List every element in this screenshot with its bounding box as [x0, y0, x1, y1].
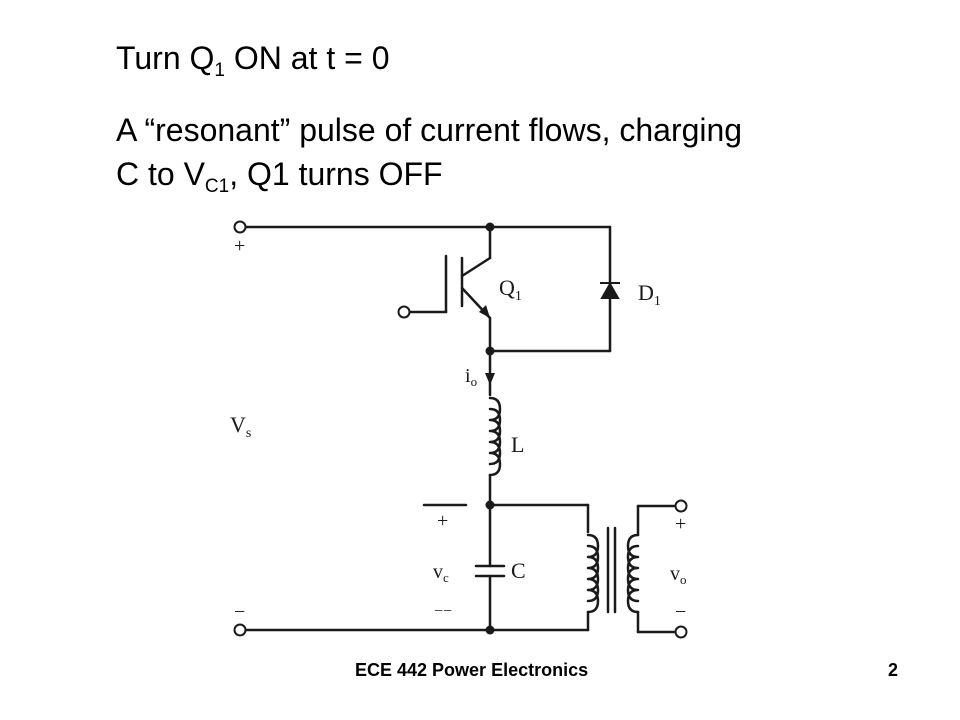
diode-triangle [600, 281, 620, 299]
vs-plus-label: + [234, 235, 245, 257]
junction-dots [485, 222, 495, 635]
slide-title-line-1: Turn Q1 ON at t = 0 [116, 36, 389, 80]
inductor-label: L [511, 432, 524, 457]
line3-subscript: C1 [204, 176, 230, 197]
io-label: io [465, 365, 477, 389]
vc-label: vc [433, 561, 449, 585]
transformer-secondary-coil [626, 533, 640, 614]
terminals [233, 220, 688, 639]
diode-symbol [600, 281, 620, 299]
junction-capacitor [485, 500, 495, 510]
inductor-coil [488, 396, 502, 477]
vs-minus-label: − [234, 601, 245, 623]
title-text-rest: ON at t = 0 [224, 40, 390, 76]
vo-minus-label: − [675, 601, 686, 623]
vo-label: vo [670, 563, 687, 587]
title-subscript: 1 [214, 60, 225, 81]
vo-plus-terminal [674, 499, 688, 513]
slide-text-line-2: A “resonant” pulse of current flows, cha… [116, 112, 743, 148]
junction-top [485, 222, 495, 232]
vs-plus-terminal [233, 220, 247, 234]
vs-minus-terminal [233, 623, 247, 637]
vs-label: Vs [230, 412, 251, 441]
vo-plus-label: + [675, 513, 686, 535]
collector-lead [460, 256, 492, 278]
vc-minus-label: −− [434, 603, 452, 620]
current-arrow [485, 373, 495, 385]
d1-label: D1 [638, 280, 661, 309]
vo-minus-terminal [674, 625, 688, 639]
transformer-primary-coil [586, 533, 600, 614]
vc-plus-label: + [437, 510, 448, 532]
slide-text-line-3: C to VC1, Q1 turns OFF [116, 152, 443, 196]
emitter-arrow [479, 305, 490, 318]
line3-text: C to V [116, 156, 205, 192]
capacitor-label: C [511, 558, 526, 583]
footer-course-title: ECE 442 Power Electronics [355, 660, 589, 680]
line3-text-rest: , Q1 turns OFF [229, 156, 443, 192]
gate-terminal [397, 305, 411, 319]
footer-page-number: 2 [888, 660, 899, 680]
junction-emitter [485, 346, 495, 356]
title-text: Turn Q [116, 40, 215, 76]
junction-bottom [485, 625, 495, 635]
q1-label: Q1 [499, 275, 522, 304]
